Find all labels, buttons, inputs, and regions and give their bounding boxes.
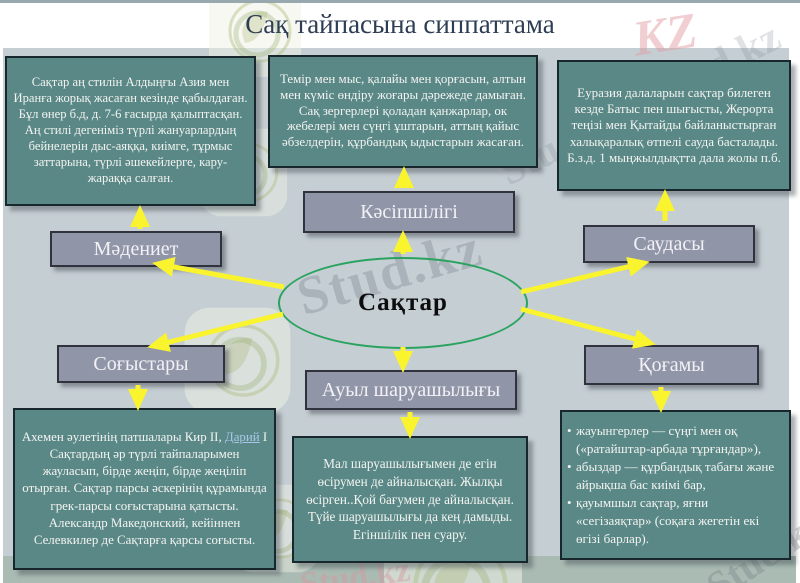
- society-list-item: қауымшыл сақтар, яғни «сегізаяқтар» (соқ…: [567, 494, 784, 548]
- node-society-label: Қоғамы: [638, 353, 705, 376]
- node-trade-label: Саудасы: [633, 232, 705, 255]
- trade-detail-text: Еуразия далаларын сақтар билеген кезде Б…: [567, 85, 781, 165]
- center-label: Сақтар: [358, 289, 448, 316]
- detail-box-wars: Ахемен әулетінің патшалары Кир II, Дарий…: [13, 408, 276, 570]
- dariy-link[interactable]: Дарий: [224, 430, 260, 445]
- node-craft: Кәсіпшілігі: [303, 191, 515, 233]
- culture-detail-text: Сақтар аң стилін Алдыңғы Азия мен Иранға…: [13, 75, 248, 185]
- detail-box-trade: Еуразия далаларын сақтар билеген кезде Б…: [557, 60, 791, 191]
- node-society: Қоғамы: [584, 345, 759, 385]
- node-culture: Мәдениет: [50, 231, 222, 267]
- node-craft-label: Кәсіпшілігі: [360, 200, 458, 223]
- node-wars: Соғыстары: [57, 345, 225, 383]
- agriculture-detail-text: Мал шаруашылығымен де егін өсірумен де а…: [306, 455, 514, 543]
- node-agriculture: Ауыл шаруашылығы: [305, 370, 517, 410]
- society-detail-list: жауынгерлер — сүңгі мен оқ («ратайштар-а…: [562, 420, 789, 550]
- node-agriculture-label: Ауыл шаруашылығы: [321, 378, 501, 401]
- center-ellipse: Сақтар: [278, 257, 528, 349]
- wars-detail-text: Ахемен әулетінің патшалары Кир II, Дарий…: [15, 427, 274, 550]
- node-wars-label: Соғыстары: [93, 352, 189, 375]
- society-list-item: абыздар — құрбандық табағы және айрықша …: [567, 458, 784, 494]
- society-list-item: жауынгерлер — сүңгі мен оқ («ратайштар-а…: [567, 422, 784, 458]
- detail-box-craft: Темір мен мыс, қалайы мен қорғасын, алты…: [268, 55, 538, 168]
- wars-text-before: Ахемен әулетінің патшалары Кир II,: [21, 430, 225, 445]
- detail-box-society: жауынгерлер — сүңгі мен оқ («ратайштар-а…: [560, 410, 791, 560]
- detail-box-culture: Сақтар аң стилін Алдыңғы Азия мен Иранға…: [5, 56, 256, 206]
- page-title: Сақ тайпасына сиппаттама: [245, 9, 555, 39]
- craft-detail-text: Темір мен мыс, қалайы мен қорғасын, алты…: [280, 72, 526, 150]
- detail-box-agriculture: Мал шаруашылығымен де егін өсірумен де а…: [292, 436, 528, 563]
- wars-text-after: I Сақтардың әр түрлі тайпаларымен жаулас…: [22, 430, 268, 547]
- node-culture-label: Мәдениет: [93, 237, 179, 260]
- node-trade: Саудасы: [583, 225, 755, 263]
